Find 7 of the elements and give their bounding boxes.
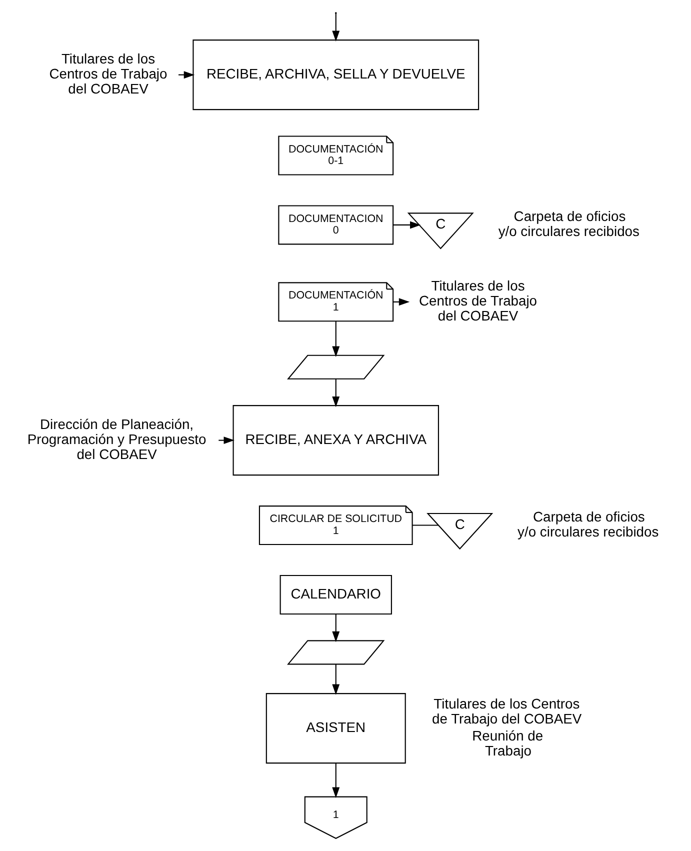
node-label: Carpeta de oficios y/o circulares recibidos	[498, 208, 640, 240]
node-text: Dirección de Planeación, Programación y Presupuesto del COBAEV	[27, 416, 206, 462]
node-label: Titulares de los Centros de Trabajo del COBAEV	[432, 695, 582, 726]
node-text: Titulares de los Centros de Trabajo del COBAEV	[419, 278, 538, 324]
node-label: Carpeta de oficios y/o circulares recibidos	[518, 508, 659, 540]
node-label: Reunión de Trabajo	[472, 728, 544, 758]
node-text: Titulares de los Centros de Trabajo del COBAEV	[49, 50, 168, 96]
